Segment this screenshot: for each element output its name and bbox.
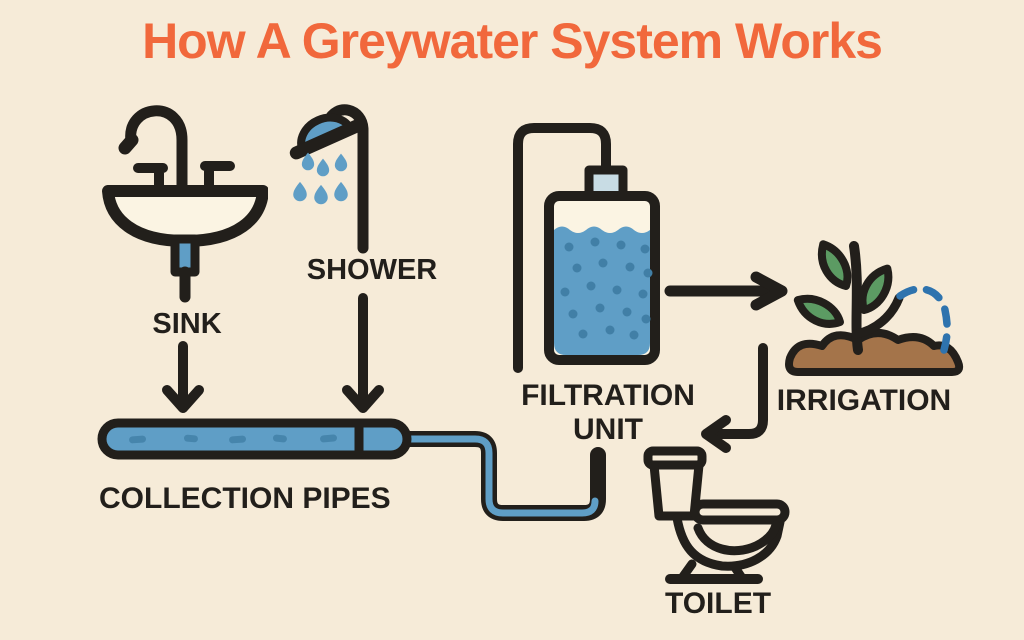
toilet-bowl-inner	[693, 520, 781, 556]
faucet-spout-tip	[118, 133, 139, 155]
right-tap-handle	[200, 161, 235, 193]
sink-bowl	[102, 185, 268, 247]
water-spray-arc	[896, 285, 951, 354]
filtration-label-line2: UNIT	[572, 413, 643, 446]
faucet-icon	[125, 105, 188, 197]
pipe-body	[97, 418, 412, 460]
leaf-right	[858, 264, 893, 314]
collection-pipes-label: COLLECTION PIPES	[99, 482, 391, 515]
tank-water	[554, 226, 650, 355]
irrigation-label: IRRIGATION	[776, 384, 952, 417]
plant-stem	[849, 241, 863, 355]
plant-branch	[851, 293, 904, 339]
filtration-tank-icon	[513, 123, 660, 373]
arrow-head	[750, 271, 788, 311]
filtration-inlet-pipe	[513, 123, 611, 373]
sink-to-pipe-arrow	[162, 341, 204, 413]
filtration-to-irrigation-arrow	[664, 271, 788, 311]
filtration-label-line1: FILTRATION	[521, 379, 695, 412]
water-particles	[560, 237, 653, 340]
toilet-icon	[643, 446, 790, 584]
pipe-water-dashes	[129, 434, 338, 444]
toilet-seat	[690, 499, 790, 525]
shower-label: SHOWER	[306, 254, 438, 286]
toilet-bowl	[672, 513, 785, 571]
shower-icon	[289, 104, 369, 254]
toilet-label: TOILET	[664, 587, 772, 620]
leaf-top	[817, 240, 852, 290]
page-title: How A Greywater System Works	[142, 13, 883, 69]
shower-head-base	[289, 119, 364, 160]
soil-mound	[785, 329, 964, 376]
plant-sprout-icon	[785, 240, 964, 376]
arrow-head	[342, 385, 384, 413]
shower-head-icon	[289, 113, 364, 160]
transfer-pipe	[397, 431, 606, 521]
sink-label: SINK	[152, 308, 222, 340]
collection-pipe-icon	[97, 418, 606, 521]
leaf-left	[793, 294, 844, 328]
water-drops	[293, 152, 348, 205]
sink-icon	[102, 105, 268, 303]
toilet-lid	[643, 446, 707, 470]
arrow-head	[162, 385, 204, 413]
transfer-pipe-water	[399, 435, 599, 517]
irrigation-to-toilet-arrow	[701, 343, 768, 453]
filtration-label: FILTRATION UNIT	[521, 379, 695, 447]
shower-to-pipe-arrow	[342, 293, 384, 413]
arrow-line	[709, 343, 768, 439]
arrow-head	[701, 415, 731, 453]
plant-leaves	[793, 240, 893, 328]
